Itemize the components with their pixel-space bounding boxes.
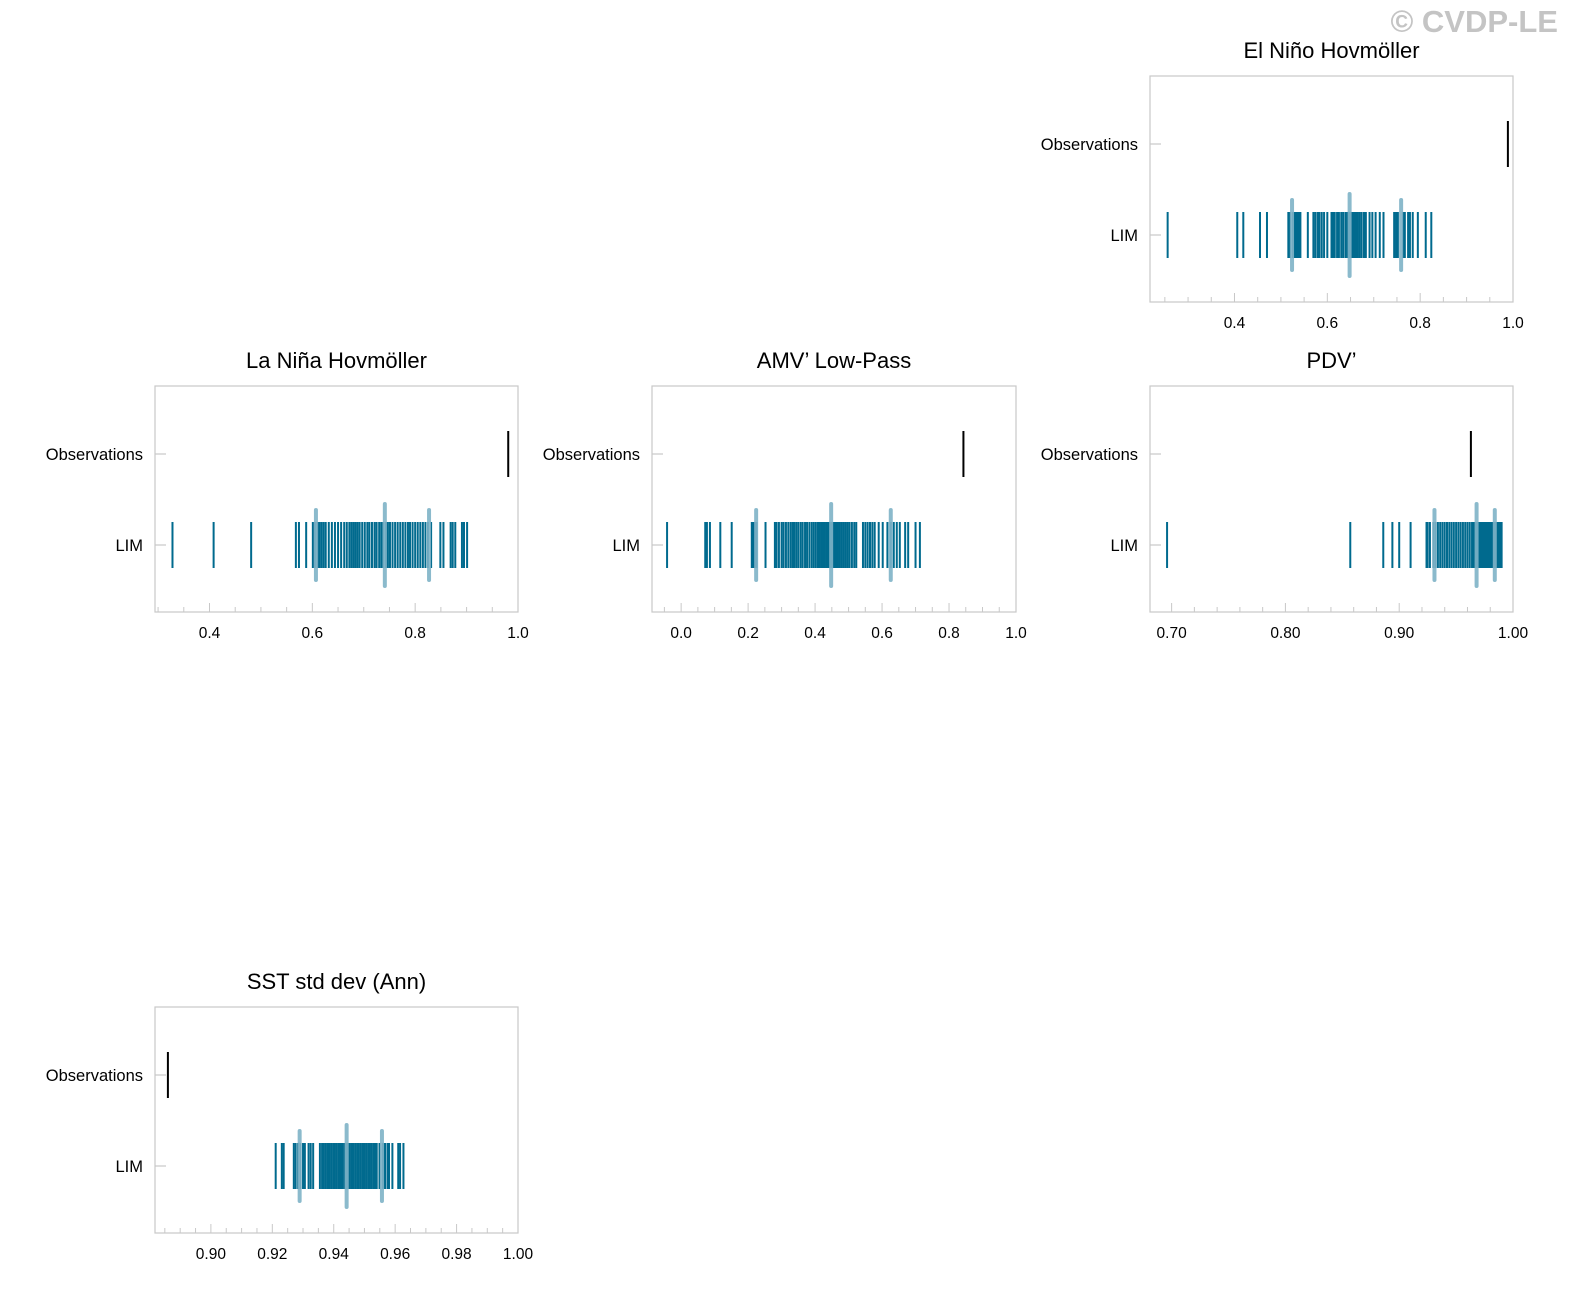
y-label-lim: LIM [115,537,143,555]
plot-frame [1149,75,1514,303]
x-tick-label: 0.80 [1270,625,1301,642]
y-label-observations: Observations [46,446,143,464]
x-tick-label: 0.90 [196,1246,227,1263]
plot-frame [1149,385,1514,613]
chart-title: SST std dev (Ann) [247,969,426,994]
x-tick-label: 0.6 [871,625,893,642]
watermark: © CVDP-LE [1390,4,1558,39]
x-tick-label: 0.70 [1157,625,1188,642]
x-tick-label: 1.0 [507,625,529,642]
x-tick-label: 1.00 [503,1246,534,1263]
chart-title: El Niño Hovmöller [1243,38,1419,63]
y-label-lim: LIM [612,537,640,555]
x-tick-label: 0.4 [1224,315,1246,332]
chart-title: AMV’ Low-Pass [757,348,911,373]
y-label-lim: LIM [115,1158,143,1176]
x-tick-label: 0.94 [319,1246,350,1263]
x-tick-label: 0.90 [1384,625,1415,642]
plot-frame [651,385,1017,613]
x-tick-label: 0.8 [1409,315,1431,332]
x-tick-label: 0.2 [737,625,759,642]
plot-frame [154,1006,519,1234]
x-tick-label: 0.4 [804,625,826,642]
x-tick-label: 0.6 [1317,315,1339,332]
x-tick-label: 0.0 [670,625,692,642]
y-label-lim: LIM [1110,227,1138,245]
y-label-observations: Observations [543,446,640,464]
chart-title: La Niña Hovmöller [246,348,427,373]
y-label-lim: LIM [1110,537,1138,555]
x-tick-label: 0.92 [257,1246,287,1263]
x-tick-label: 1.0 [1502,315,1524,332]
y-label-observations: Observations [1041,446,1138,464]
x-tick-label: 0.8 [938,625,960,642]
chart-title: PDV’ [1306,348,1356,373]
plot-frame [154,385,519,613]
y-label-observations: Observations [46,1067,143,1085]
x-tick-label: 1.00 [1498,625,1529,642]
y-label-observations: Observations [1041,136,1138,154]
x-tick-label: 0.98 [441,1246,471,1263]
x-tick-label: 0.8 [404,625,426,642]
x-tick-label: 1.0 [1005,625,1027,642]
x-tick-label: 0.6 [302,625,324,642]
x-tick-label: 0.96 [380,1246,410,1263]
x-tick-label: 0.4 [199,625,221,642]
